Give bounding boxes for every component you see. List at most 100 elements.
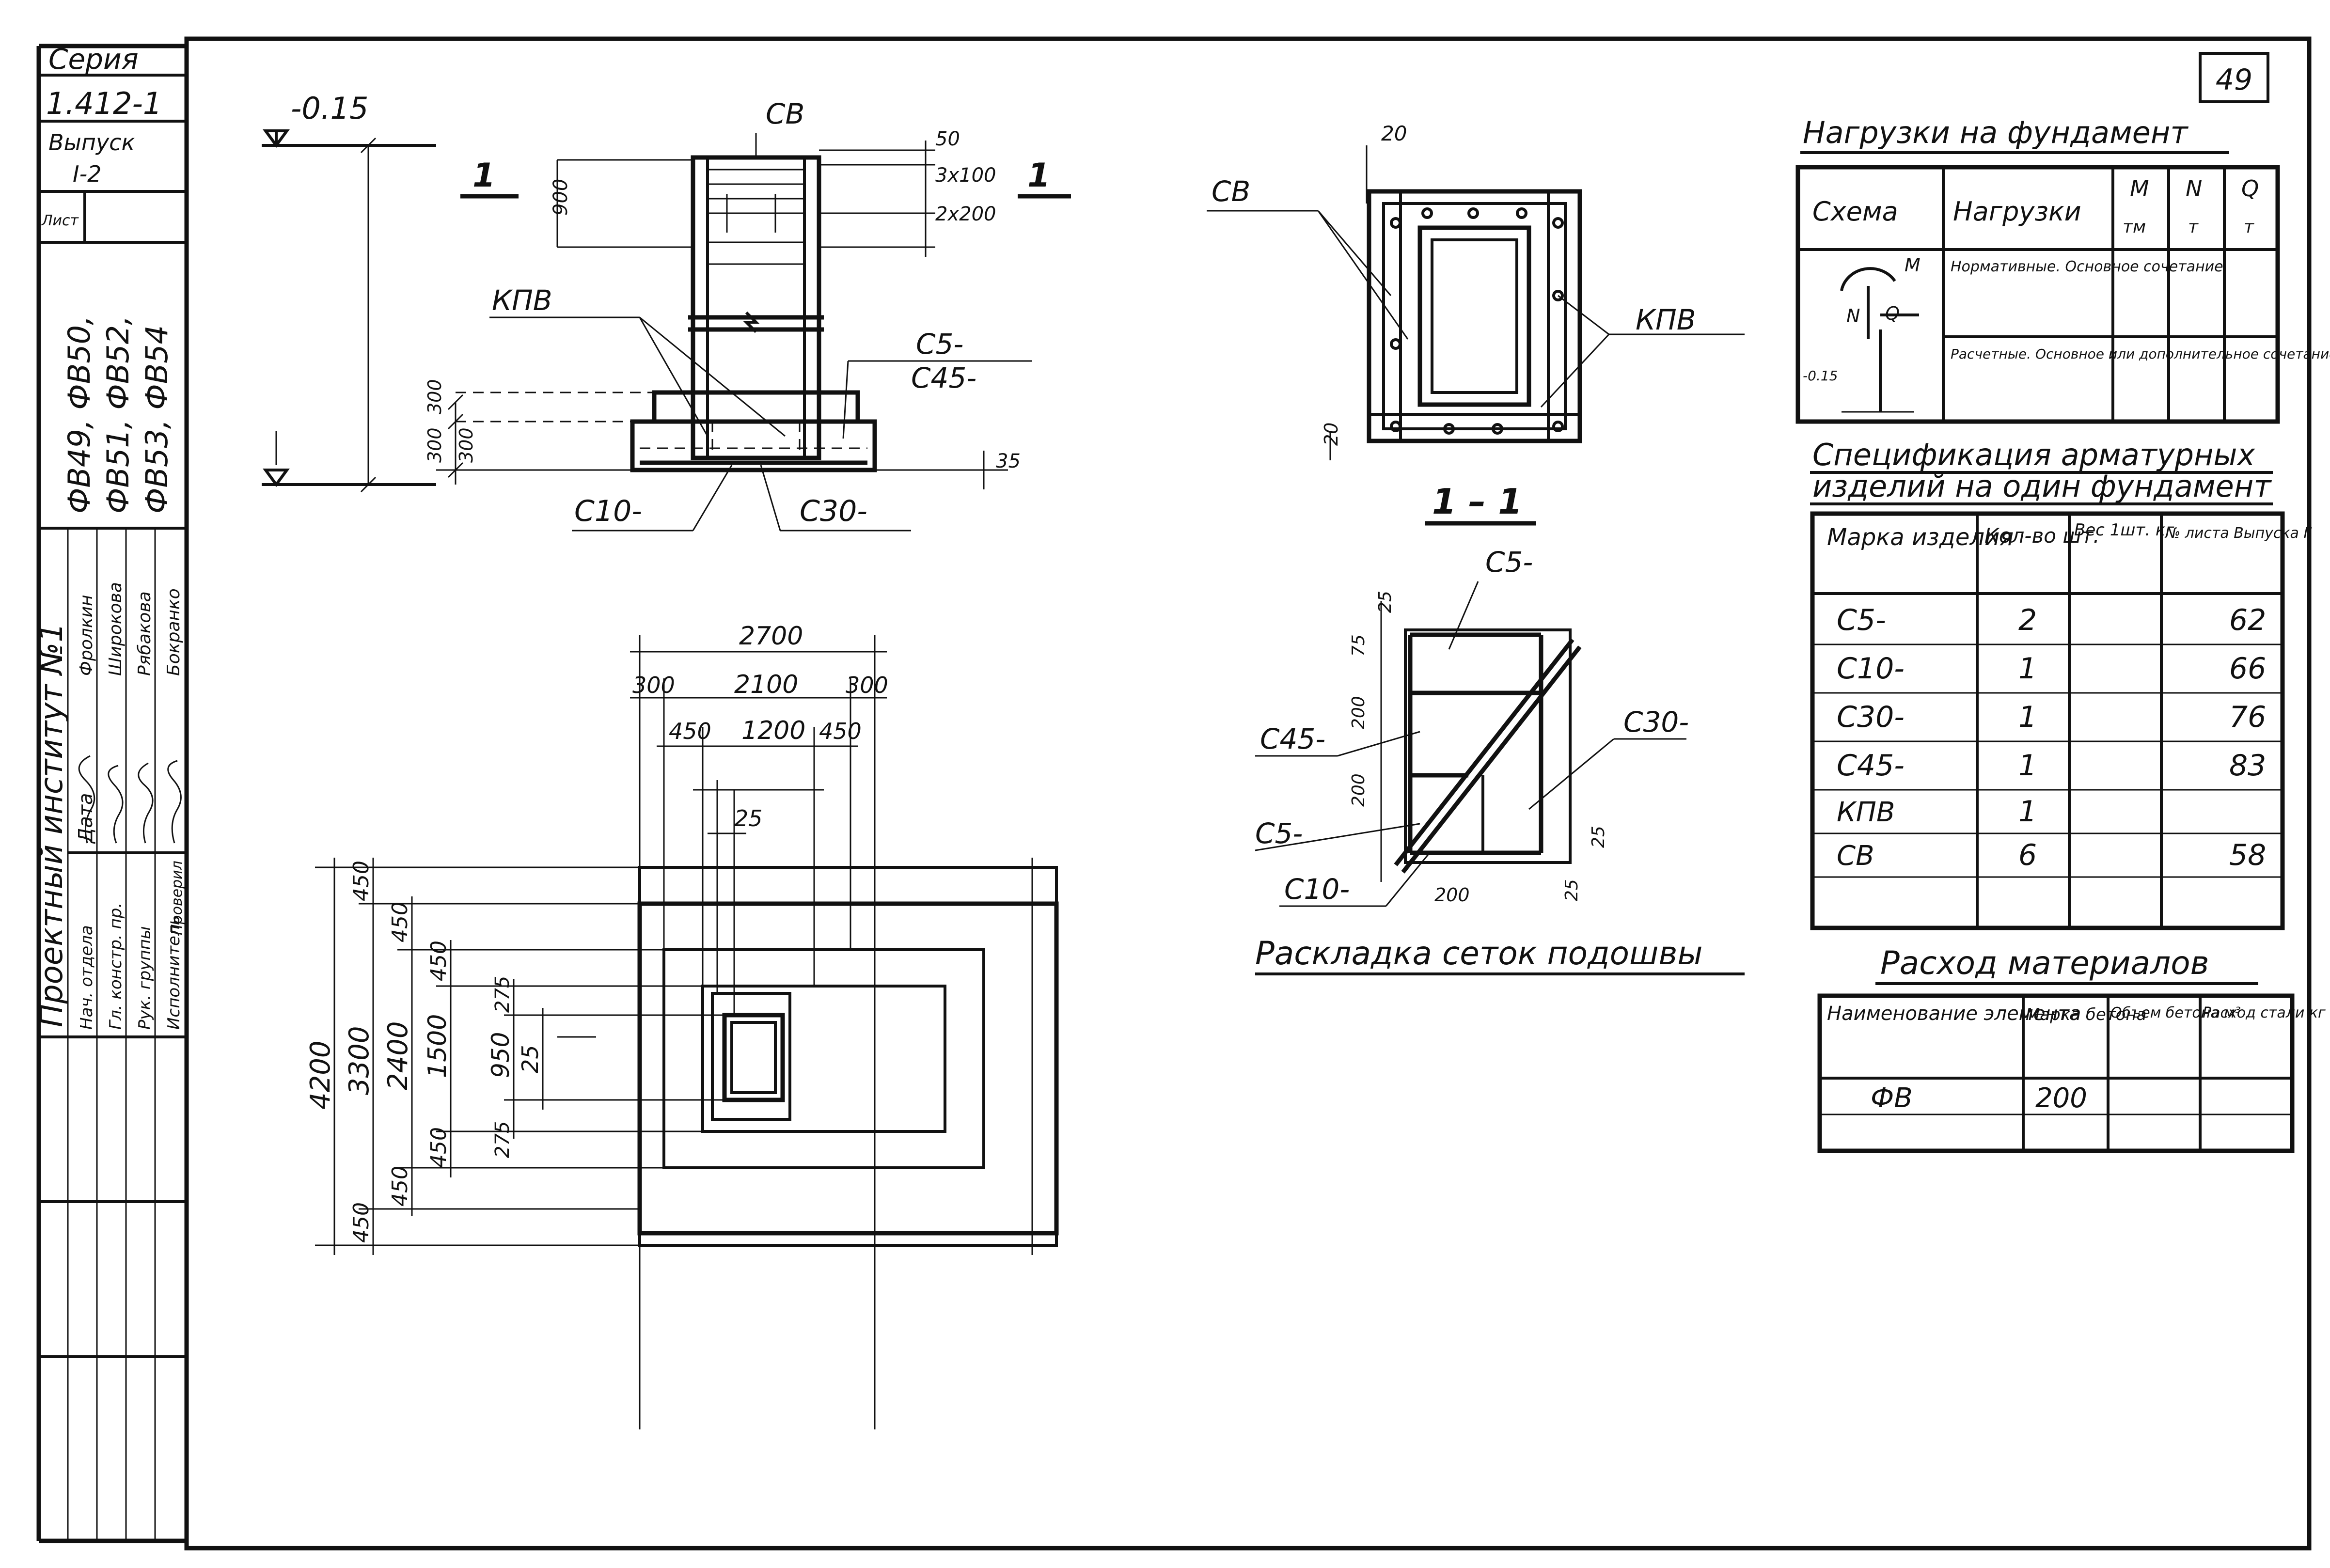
spec-head-qty: Кол-во шт. — [1984, 524, 2100, 548]
stamp-series-label: Серия — [48, 43, 139, 76]
stamp-signature-4 — [167, 760, 182, 844]
loads-head-n: N — [2186, 175, 2202, 202]
spec-head-weight: Вес 1шт. кг — [2074, 520, 2174, 540]
spec-row-mark: СВ — [1837, 840, 1874, 872]
sec-dim-20b: 20 — [1321, 423, 1342, 446]
spec-row-sheet: 83 — [2229, 749, 2266, 783]
plan-dim-25v: 25 — [517, 1045, 543, 1073]
stamp-institute: Проектный институт №1 — [34, 623, 70, 1027]
mesh-dim-75: 75 — [1349, 634, 1369, 657]
mesh-label-c10: С10- — [1284, 873, 1350, 906]
spec-table: Спецификация арматурных изделий на один … — [1810, 437, 2312, 930]
spec-row-mark: С45- — [1837, 749, 1905, 783]
elev-dim-300c: 300 — [456, 427, 477, 463]
materials-row: ФВ 200 — [1871, 1082, 2087, 1114]
stamp-name-3: Рябакова — [135, 591, 155, 676]
mesh-dim-200a: 200 — [1349, 696, 1369, 729]
materials-row-grade: 200 — [2035, 1082, 2087, 1114]
stamp-series-value: 1.412-1 — [46, 86, 162, 121]
stamp-signature-2 — [108, 765, 124, 844]
loads-head-q: Q — [2241, 175, 2259, 202]
stamp-marks-line-3: ФВ53, ФВ54 — [139, 325, 174, 514]
elev-dim-900: 900 — [550, 179, 572, 216]
spec-row-mark: С10- — [1837, 652, 1905, 686]
elev-label-c45: С45- — [911, 361, 976, 394]
stamp-role-5: Проверил — [169, 861, 186, 935]
stamp-role-3: Рук. группы — [135, 926, 155, 1030]
materials-head-name: Наименование элемента — [1827, 1003, 2081, 1025]
loads-schema-m: M — [1905, 254, 1921, 276]
mesh-label-c5-top: С5- — [1485, 546, 1533, 579]
plan-dim-1500: 1500 — [423, 1014, 452, 1078]
elev-section-mark-left: 1 — [472, 157, 495, 195]
mesh-dim-200b: 200 — [1349, 773, 1369, 807]
loads-table: Нагрузки на фундамент Схема Нагрузки M N… — [1795, 115, 2330, 424]
stamp-role-1: Нач. отдела — [77, 925, 96, 1030]
plan-dim-2400: 2400 — [382, 1021, 414, 1090]
spec-row-qty: 1 — [2018, 749, 2037, 783]
spec-row: С45- 1 83 — [1837, 749, 2266, 783]
plan-dim-950: 950 — [487, 1032, 515, 1078]
elev-level-top: -0.15 — [291, 91, 368, 126]
mesh-title: Раскладка сеток подошвы — [1255, 935, 1702, 972]
loads-unit-q: т — [2244, 217, 2254, 237]
plan-dim-450b: 450 — [819, 718, 862, 744]
elev-dim-3x100: 3х100 — [935, 164, 996, 187]
sec-label-kpb: КПВ — [1636, 303, 1696, 336]
sec-dim-20a: 20 — [1381, 122, 1407, 145]
spec-row-sheet: 76 — [2229, 700, 2266, 734]
elev-label-c30: С30- — [800, 494, 867, 528]
elev-label-cb: СВ — [766, 97, 804, 130]
spec-row-qty: 1 — [2018, 700, 2037, 734]
page-number: 49 — [2216, 63, 2252, 97]
plan-view: 2700 300 2100 300 450 1200 450 25 4200 3… — [305, 622, 1059, 1429]
elev-dim-35: 35 — [996, 450, 1021, 472]
spec-row-qty: 6 — [2018, 838, 2037, 872]
elevation-view: -0.15 — [262, 91, 1071, 532]
mesh-dim-25a: 25 — [1375, 591, 1395, 613]
plan-dim-275a: 275 — [491, 976, 514, 1013]
loads-schema-level: -0.15 — [1803, 368, 1838, 384]
elev-dim-50: 50 — [935, 128, 960, 150]
title-stamp: Серия 1.412-1 Выпуск I-2 Лист ФВ49, ФВ50… — [34, 43, 187, 1541]
page-number-box: 49 — [2199, 52, 2269, 103]
stamp-name-1: Фролкин — [77, 595, 96, 676]
materials-head-grade: Марка бетона — [2026, 1005, 2147, 1024]
loads-unit-m: тм — [2123, 217, 2146, 237]
mesh-dim-25c: 25 — [1562, 879, 1582, 901]
spec-row-qty: 1 — [2018, 795, 2037, 829]
plan-dim-300a: 300 — [632, 672, 675, 698]
stamp-role-2: Гл. констр. пр. — [106, 903, 126, 1030]
spec-row-mark: С30- — [1837, 700, 1905, 734]
drawing-frame — [184, 36, 2312, 1551]
mesh-dim-200c: 200 — [1434, 884, 1470, 906]
materials-title: Расход материалов — [1880, 944, 2209, 982]
elev-section-mark-right: 1 — [1027, 157, 1050, 195]
loads-moment-arrow — [1840, 267, 1896, 291]
elev-label-kpb: КПВ — [492, 284, 552, 317]
spec-head-sheet: № листа Выпуска II — [2164, 525, 2312, 542]
spec-row-mark: С5- — [1837, 603, 1886, 637]
loads-head-schema: Схема — [1812, 196, 1898, 227]
spec-row: С30- 1 76 — [1837, 700, 2266, 734]
mesh-dim-25b: 25 — [1589, 826, 1608, 848]
elev-label-c10: С10- — [574, 494, 642, 528]
plan-dim-450a: 450 — [349, 861, 374, 901]
stamp-issue-label: Выпуск — [48, 129, 135, 156]
plan-dim-275b: 275 — [491, 1121, 514, 1158]
stamp-issue-value: I-2 — [73, 161, 101, 187]
elev-dim-2x200: 2х200 — [935, 203, 996, 225]
loads-schema-n: N — [1846, 305, 1860, 327]
spec-row: С5- 2 62 — [1837, 603, 2266, 637]
spec-row-sheet: 66 — [2229, 652, 2266, 686]
loads-title: Нагрузки на фундамент — [1803, 115, 2188, 150]
spec-row-sheet: 62 — [2229, 603, 2266, 637]
spec-row-sheet: 58 — [2229, 838, 2266, 872]
loads-row-design: Расчетные. Основное или дополнительное с… — [1951, 346, 2330, 362]
plan-dim-450e: 450 — [388, 1166, 412, 1207]
loads-head-m: M — [2130, 175, 2149, 202]
materials-row-name: ФВ — [1871, 1082, 1913, 1114]
spec-row: КПВ 1 — [1837, 795, 2037, 829]
sec-title: 1 – 1 — [1432, 481, 1522, 522]
